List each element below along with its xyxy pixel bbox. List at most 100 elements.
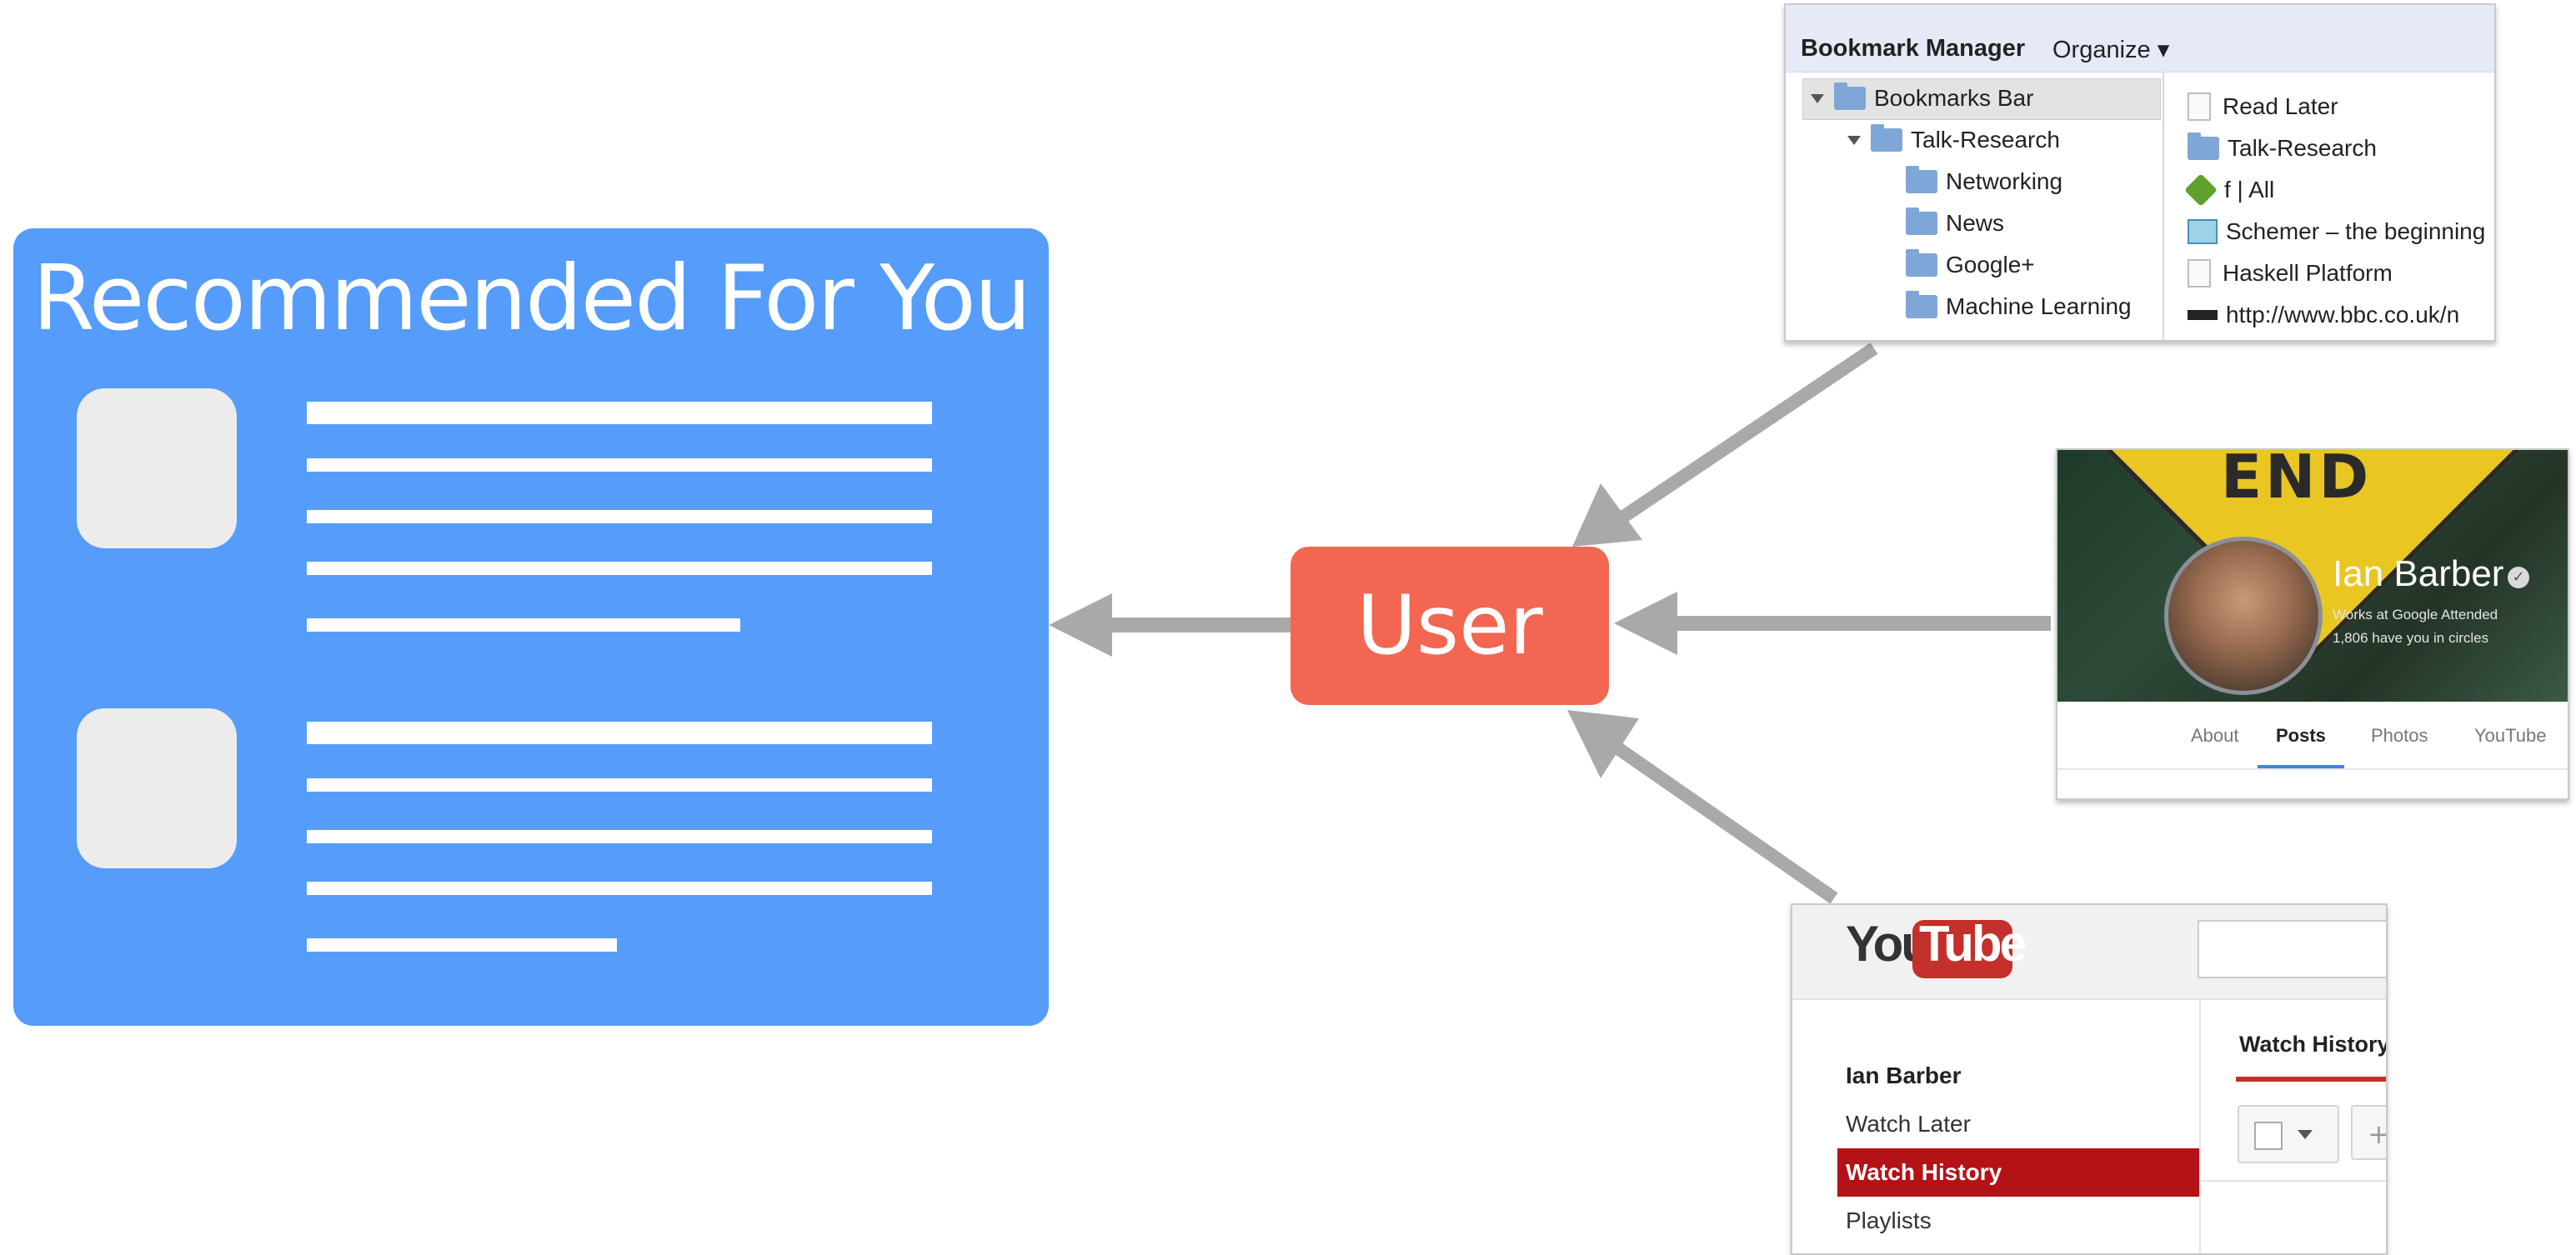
road-sign-text: END — [2221, 450, 2373, 512]
tab-posts[interactable]: Posts — [2276, 725, 2326, 746]
verified-icon: ✓ — [2508, 567, 2529, 588]
bookmark-item[interactable]: Haskell Platform — [2188, 253, 2393, 293]
text-line — [307, 882, 932, 895]
tree-item-label: Machine Learning — [1946, 293, 2132, 319]
profile-name: Ian Barber — [2333, 553, 2504, 594]
bookmark-item[interactable]: Schemer – the beginning — [2188, 212, 2485, 252]
tree-item[interactable]: Machine Learning — [1906, 287, 2132, 327]
chevron-down-icon[interactable] — [2298, 1130, 2313, 1139]
profile-work: Works at Google Attended — [2333, 607, 2498, 622]
tree-item[interactable]: Google+ — [1906, 245, 2035, 285]
bookmark-label: Talk-Research — [2228, 135, 2377, 161]
folder-icon — [1834, 82, 1866, 110]
feed-icon — [2184, 173, 2218, 207]
arrow-from-bookmarks — [1613, 342, 1878, 527]
pane-divider — [2163, 72, 2164, 340]
tree-item-label: Networking — [1946, 168, 2063, 194]
content-divider — [2201, 1180, 2386, 1182]
sidebar-item-label: Watch History — [1846, 1159, 2002, 1185]
page-icon — [2188, 92, 2211, 121]
youtube-logo-tube[interactable]: Tube — [1919, 916, 2027, 972]
bookmark-manager-title: Bookmark Manager — [1801, 35, 2026, 62]
bookmark-label: Read Later — [2223, 93, 2338, 119]
bookmark-item[interactable]: Talk-Research — [2188, 128, 2377, 168]
sidebar-item-label: Ian Barber — [1846, 1062, 1962, 1088]
organize-menu[interactable]: Organize ▾ — [2052, 37, 2170, 63]
arrowhead-diagonal — [1567, 710, 1639, 778]
recommended-card: Recommended For You — [13, 228, 1049, 1026]
youtube-screenshot: You Tube Ian Barber Watch Later Watch Hi… — [1791, 903, 2388, 1255]
text-line — [307, 722, 932, 744]
search-input[interactable] — [2198, 920, 2386, 978]
youtube-logo-badge — [1912, 920, 2012, 978]
text-line — [307, 402, 932, 424]
sidebar-item-playlists[interactable]: Playlists — [1792, 1197, 2199, 1245]
bookmark-toolbar — [1786, 5, 2494, 72]
arrowhead-left — [1614, 592, 1677, 655]
bookmark-item[interactable]: Read Later — [2188, 87, 2338, 127]
bookmark-label: http://www.bbc.co.uk/n — [2226, 302, 2460, 328]
cover-photo: END — [2057, 450, 2568, 702]
tree-item-label: Bookmarks Bar — [1874, 85, 2034, 111]
bbc-icon — [2188, 310, 2218, 320]
tree-item-label: News — [1946, 210, 2005, 236]
bookmark-manager-screenshot: Bookmark Manager Organize ▾ Bookmarks Ba… — [1784, 3, 2496, 342]
text-line — [307, 778, 932, 792]
tree-item-label: Talk-Research — [1911, 127, 2060, 152]
recommended-title: Recommended For You — [32, 247, 1032, 351]
arrowhead-left — [1049, 593, 1112, 657]
sidebar-divider — [2199, 998, 2201, 1253]
active-tab-indicator — [2258, 765, 2344, 768]
arrowhead-diagonal — [1572, 483, 1642, 547]
select-all-button[interactable] — [2238, 1105, 2339, 1163]
tab-watch-history[interactable]: Watch History — [2239, 1032, 2388, 1057]
bookmark-label: Schemer – the beginning — [2226, 218, 2486, 244]
arrow-from-youtube — [1611, 741, 1838, 904]
bookmark-item[interactable]: f | All — [2184, 170, 2275, 210]
text-line — [307, 830, 932, 843]
expand-triangle-icon[interactable] — [1847, 135, 1861, 145]
active-tab-indicator — [2236, 1077, 2386, 1082]
tree-item[interactable]: News — [1906, 203, 2004, 243]
tab-youtube[interactable]: YouTube — [2474, 725, 2547, 746]
folder-icon — [1906, 208, 1937, 235]
bookmark-label: Haskell Platform — [2223, 260, 2393, 286]
avatar[interactable] — [2164, 537, 2323, 695]
sidebar-item-watch-history[interactable]: Watch History — [1837, 1148, 2199, 1197]
folder-icon — [1906, 291, 1937, 318]
add-button[interactable]: + — [2351, 1105, 2386, 1160]
user-node: User — [1291, 547, 1609, 705]
item-thumbnail — [77, 388, 237, 548]
google-plus-screenshot: END Ian Barber ✓ Works at Google Attende… — [2056, 448, 2569, 800]
expand-triangle-icon[interactable] — [1811, 93, 1824, 103]
sidebar-item-user[interactable]: Ian Barber — [1792, 1052, 2199, 1100]
bookmark-item[interactable]: http://www.bbc.co.uk/n — [2188, 295, 2459, 335]
user-label: User — [1356, 578, 1543, 673]
text-line — [307, 458, 932, 472]
text-line — [307, 510, 932, 523]
text-line — [307, 618, 740, 632]
tab-about[interactable]: About — [2191, 725, 2239, 746]
sidebar-item-watch-later[interactable]: Watch Later — [1792, 1100, 2199, 1148]
folder-icon — [2188, 132, 2219, 160]
tree-item-label: Google+ — [1946, 252, 2035, 278]
folder-icon — [1906, 166, 1937, 193]
page-icon — [2188, 259, 2211, 288]
profile-tabs: About Posts Photos YouTube — [2057, 702, 2568, 770]
wave-icon — [2188, 219, 2218, 244]
tree-item[interactable]: Talk-Research — [1847, 120, 2060, 160]
checkbox[interactable] — [2254, 1122, 2283, 1150]
folder-icon — [1906, 249, 1937, 277]
sidebar-item-label: Watch Later — [1846, 1111, 1971, 1137]
profile-circles: 1,806 have you in circles — [2333, 630, 2489, 646]
tab-photos[interactable]: Photos — [2371, 725, 2428, 746]
folder-icon — [1871, 124, 1902, 152]
text-line — [307, 938, 617, 952]
tree-item[interactable]: Bookmarks Bar — [1811, 78, 2033, 118]
item-thumbnail — [77, 708, 237, 868]
tree-item[interactable]: Networking — [1906, 162, 2062, 202]
text-line — [307, 562, 932, 575]
sidebar-item-label: Playlists — [1846, 1208, 1932, 1233]
bookmark-label: f | All — [2224, 177, 2275, 202]
